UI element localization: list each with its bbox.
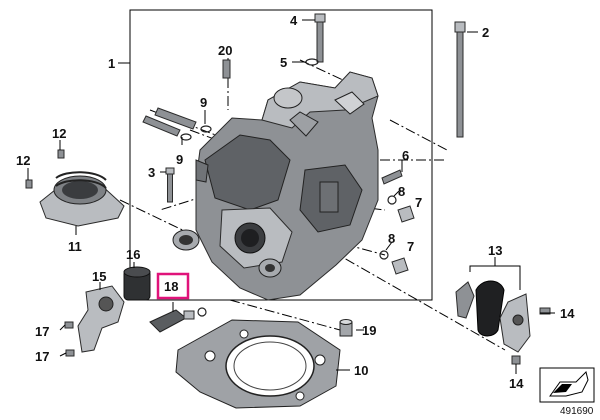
callout-17b: 17: [35, 349, 49, 364]
orientation-icon: [539, 367, 595, 403]
callout-10: 10: [354, 363, 368, 378]
callout-11: 11: [68, 239, 82, 254]
small-bolts: [142, 58, 319, 203]
callout-9b: 9: [176, 152, 183, 167]
intake-stub: [25, 149, 125, 227]
callout-18: 18: [164, 279, 178, 294]
callout-19: 19: [362, 323, 376, 338]
callout-12a: 12: [52, 126, 66, 141]
callout-9a: 9: [200, 95, 207, 110]
callout-7a: 7: [415, 195, 422, 210]
screws-and-washers: [379, 169, 415, 275]
callout-5: 5: [280, 55, 287, 70]
callout-8b: 8: [388, 231, 395, 246]
long-bolt: [454, 21, 466, 138]
callout-labels: 1 2 3 4 5 6 7 7 8 8 9 9 10 11 12 12 13 1…: [16, 13, 575, 391]
callout-12b: 12: [16, 153, 30, 168]
assembly-frame: [129, 9, 433, 301]
highlight-box-18: [156, 272, 190, 300]
dowel-sleeve: [339, 319, 353, 337]
leader-lines: [27, 19, 555, 374]
callout-7b: 7: [407, 239, 414, 254]
callout-15: 15: [92, 269, 106, 284]
callout-20: 20: [218, 43, 232, 58]
head-gasket: [175, 319, 341, 409]
callout-2: 2: [482, 25, 489, 40]
callout-6: 6: [402, 148, 409, 163]
callout-14a: 14: [560, 306, 575, 321]
cylinder-head: [172, 71, 379, 301]
callout-4: 4: [290, 13, 298, 28]
callout-8a: 8: [398, 184, 405, 199]
callout-13: 13: [488, 243, 502, 258]
callout-16: 16: [126, 247, 140, 262]
temperature-sensor: [149, 307, 207, 333]
diagram-number: 491690: [560, 406, 594, 417]
callout-1: 1: [108, 56, 115, 71]
callout-3: 3: [148, 165, 155, 180]
top-bolt: [314, 13, 326, 63]
callout-17a: 17: [35, 324, 49, 339]
chain-guide-set: [455, 280, 551, 365]
thermostat-housing: [64, 266, 151, 357]
callout-14b: 14: [509, 376, 524, 391]
